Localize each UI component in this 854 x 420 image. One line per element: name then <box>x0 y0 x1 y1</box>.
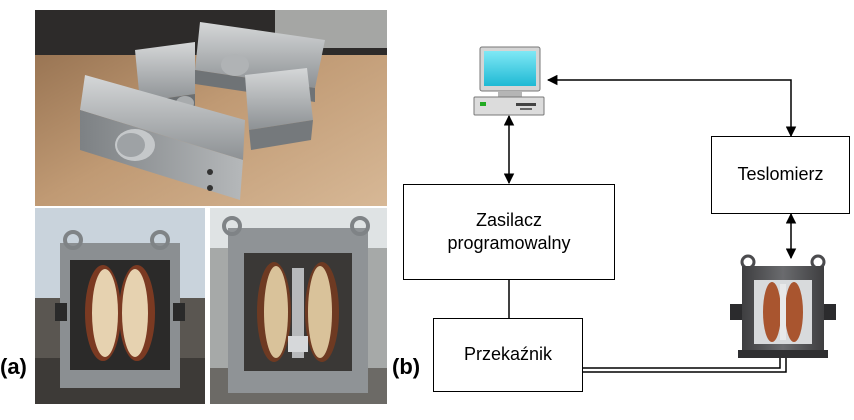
electromagnet-device <box>728 254 838 362</box>
panel-label-a: (a) <box>0 354 27 379</box>
photo-electromagnet-front <box>35 208 205 404</box>
photo-aluminum-parts <box>35 10 387 206</box>
teslameter-label: Teslomierz <box>737 164 824 185</box>
photo-electromagnet-sample <box>210 208 387 404</box>
power-supply-label: Zasilacz programowalny <box>447 209 571 253</box>
panel-label-b: (b) <box>392 354 421 379</box>
teslameter-box: Teslomierz <box>711 136 850 214</box>
arrow-computer-teslameter <box>546 74 797 138</box>
wire-relay-device-1 <box>583 356 781 369</box>
relay-box: Przekaźnik <box>433 318 583 392</box>
relay-label: Przekaźnik <box>463 344 553 365</box>
computer-icon <box>470 46 548 118</box>
power-supply-box: Zasilacz programowalny <box>403 184 615 280</box>
wire-relay-device-2 <box>583 356 787 373</box>
